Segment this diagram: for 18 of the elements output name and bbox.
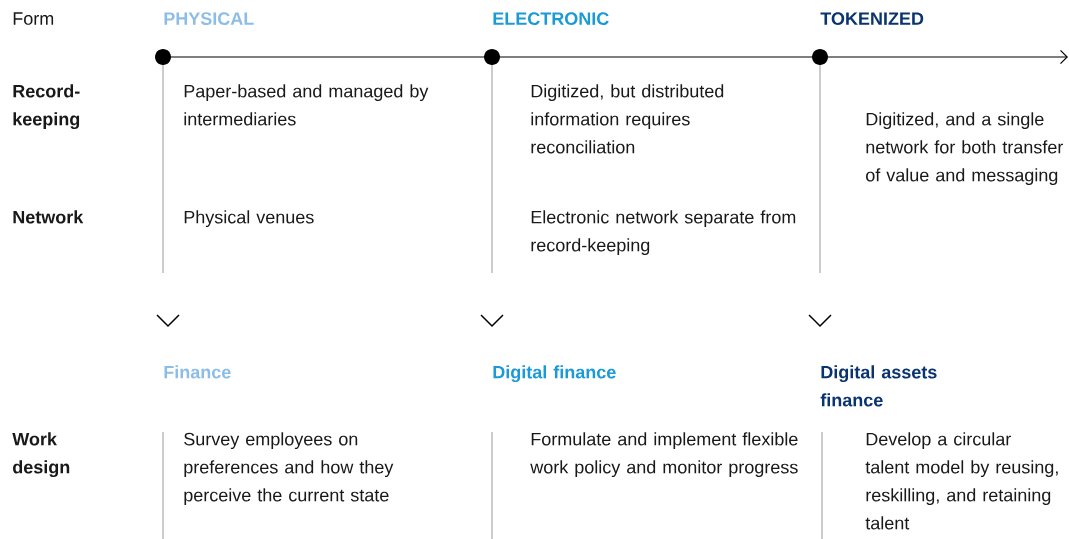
- stage-heading: Digital assets finance: [820, 365, 937, 407]
- cell-text: Physical venues: [184, 210, 314, 228]
- row-label: Work design: [12, 432, 70, 478]
- column-heading: TOKENIZED: [820, 12, 924, 25]
- stage-heading: Digital finance: [493, 365, 616, 383]
- cell-text: Digitized, but distributed information requires reconciliation: [531, 84, 724, 154]
- row-label: Record-keeping: [13, 84, 80, 130]
- column-heading: ELECTRONIC: [493, 12, 609, 25]
- row-label: Network: [13, 210, 84, 224]
- cell-text: Develop a circular talent model by reusing, reskilling, and retaining talent: [865, 432, 1058, 530]
- cell-text: Electronic network separate from record-keeping: [531, 210, 796, 256]
- row-label: Form: [13, 12, 54, 25]
- cell-text: Paper-based and managed by intermediaries: [184, 84, 429, 126]
- cell-text: Formulate and implement flexible work policy and monitor progress: [530, 432, 798, 478]
- cell-text: Survey employees on preferences and how they perceive the current state: [184, 432, 394, 506]
- column-heading: PHYSICAL: [164, 12, 254, 25]
- stage-heading: Finance: [164, 365, 231, 379]
- cell-text: Digitized, and a single network for both transfer of value and messaging: [866, 112, 1064, 186]
